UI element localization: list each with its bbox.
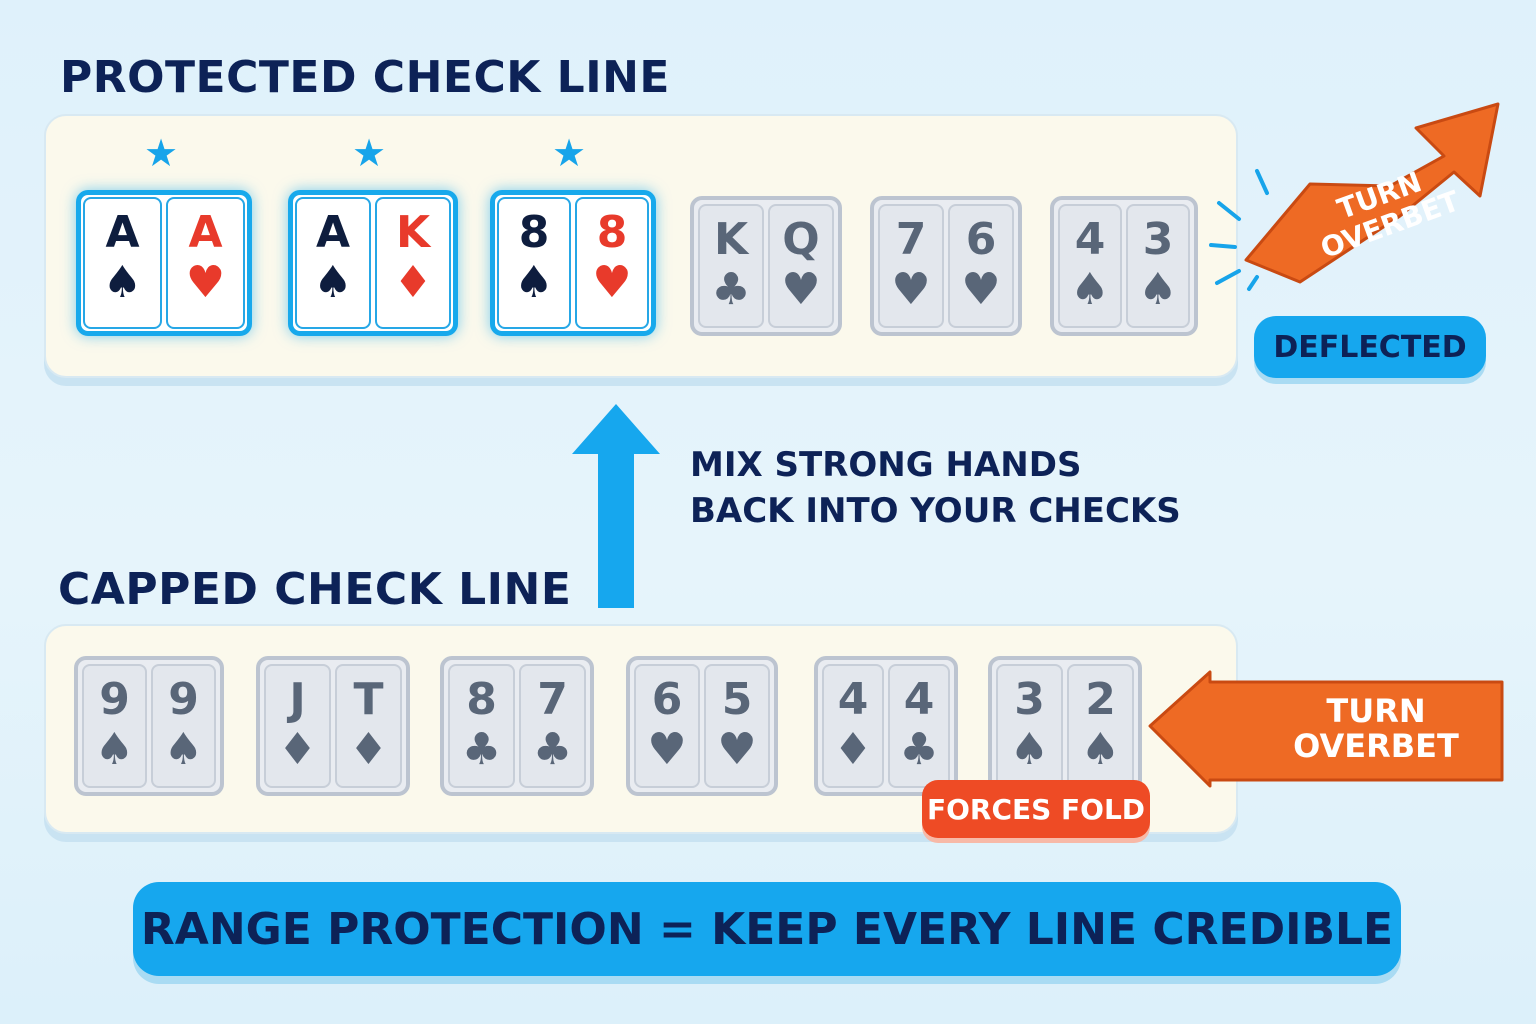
range-protection-banner: RANGE PROTECTION = KEEP EVERY LINE CREDI…: [133, 882, 1401, 976]
card-rank: 2: [1085, 674, 1116, 725]
card-suit-icon: ♠: [1080, 724, 1121, 775]
overbet-arrow-icon: [1148, 670, 1504, 788]
card-rank: 6: [651, 674, 683, 725]
hand: 6♥5♥: [626, 656, 778, 796]
card-suit-icon: ♣: [899, 724, 939, 775]
up-arrow-icon: [572, 404, 660, 608]
card-rank: 4: [837, 674, 869, 725]
card-suit-icon: ♥: [891, 264, 931, 315]
card-rank: 7: [537, 674, 568, 725]
playing-card: A♠: [83, 197, 162, 329]
playing-card: 4♠: [1058, 204, 1122, 328]
card-suit-icon: ♠: [313, 257, 353, 308]
playing-card: Q♥: [768, 204, 834, 328]
card-suit-icon: ♠: [514, 257, 554, 308]
mix-hands-note: MIX STRONG HANDS BACK INTO YOUR CHECKS: [690, 445, 1181, 531]
card-suit-icon: ♠: [1070, 264, 1110, 315]
card-rank: 9: [99, 674, 130, 725]
playing-card: J♦: [264, 664, 331, 788]
card-suit-icon: ♦: [833, 724, 873, 775]
card-suit-icon: ♣: [711, 264, 751, 315]
card-rank: 3: [1014, 674, 1045, 725]
playing-card: 4♣: [888, 664, 950, 788]
playing-card: 6♥: [948, 204, 1014, 328]
playing-card: 7♥: [878, 204, 944, 328]
card-rank: 3: [1142, 214, 1174, 265]
card-suit-icon: ♦: [393, 257, 433, 308]
playing-card: K♣: [698, 204, 764, 328]
forces-fold-badge: FORCES FOLD: [922, 780, 1150, 838]
deflect-burst-icon: [1209, 169, 1269, 291]
card-rank: Q: [782, 214, 820, 265]
playing-card: 8♣: [448, 664, 515, 788]
hand: 9♠9♠: [74, 656, 224, 796]
playing-card: 5♥: [704, 664, 770, 788]
hand: 8♣7♣: [440, 656, 594, 796]
card-rank: J: [289, 674, 306, 725]
playing-card: 9♠: [82, 664, 147, 788]
card-suit-icon: ♠: [1009, 724, 1050, 775]
card-rank: 8: [596, 207, 628, 258]
card-suit-icon: ♥: [185, 257, 226, 308]
hand: 4♠3♠: [1050, 196, 1198, 336]
playing-card: 6♥: [634, 664, 700, 788]
card-suit-icon: ♦: [348, 724, 389, 775]
capped-title: CAPPED CHECK LINE: [58, 564, 572, 615]
card-suit-icon: ♣: [532, 724, 573, 775]
playing-card: T♦: [335, 664, 402, 788]
card-suit-icon: ♥: [592, 257, 632, 308]
card-suit-icon: ♥: [961, 264, 1001, 315]
card-rank: 9: [168, 674, 199, 725]
playing-card: 3♠: [996, 664, 1063, 788]
card-rank: A: [105, 207, 140, 258]
card-rank: 4: [903, 674, 935, 725]
playing-card: 7♣: [519, 664, 586, 788]
playing-card: 4♦: [822, 664, 884, 788]
card-rank: A: [315, 207, 351, 258]
card-rank: K: [395, 207, 431, 258]
hand: 4♦4♣: [814, 656, 958, 796]
card-rank: 8: [518, 207, 550, 258]
hand: A♠A♥: [76, 190, 252, 336]
card-suit-icon: ♠: [94, 724, 135, 775]
star-icon: ★: [552, 131, 587, 175]
playing-card: 9♠: [151, 664, 216, 788]
card-rank: 4: [1074, 214, 1106, 265]
capped-arrow-label: TURN OVERBET: [1293, 692, 1459, 766]
card-suit-icon: ♠: [163, 724, 204, 775]
hand: 8♠8♥: [490, 190, 656, 336]
card-suit-icon: ♦: [277, 724, 318, 775]
hand: 3♠2♠: [988, 656, 1142, 796]
card-rank: 7: [895, 214, 927, 265]
overbet-arrow-icon: [1244, 102, 1500, 284]
card-suit-icon: ♠: [102, 257, 143, 308]
deflected-badge: DEFLECTED: [1254, 316, 1486, 378]
playing-card: 3♠: [1126, 204, 1190, 328]
playing-card: 2♠: [1067, 664, 1134, 788]
protected-title: PROTECTED CHECK LINE: [60, 52, 670, 103]
card-suit-icon: ♥: [717, 724, 757, 775]
card-rank: A: [188, 207, 223, 258]
playing-card: 8♠: [497, 197, 571, 329]
hand: K♣Q♥: [690, 196, 842, 336]
playing-card: A♠: [295, 197, 371, 329]
hand: J♦T♦: [256, 656, 410, 796]
card-rank: T: [353, 674, 384, 725]
playing-card: 8♥: [575, 197, 649, 329]
card-suit-icon: ♣: [461, 724, 502, 775]
hand: A♠K♦: [288, 190, 458, 336]
star-icon: ★: [352, 131, 387, 175]
card-suit-icon: ♥: [781, 264, 821, 315]
card-suit-icon: ♠: [1138, 264, 1178, 315]
playing-card: A♥: [166, 197, 245, 329]
card-rank: 5: [721, 674, 753, 725]
hand: 7♥6♥: [870, 196, 1022, 336]
card-rank: 8: [466, 674, 497, 725]
card-suit-icon: ♥: [647, 724, 687, 775]
card-rank: 6: [965, 214, 997, 265]
playing-card: K♦: [375, 197, 451, 329]
star-icon: ★: [144, 131, 179, 175]
card-rank: K: [713, 214, 749, 265]
